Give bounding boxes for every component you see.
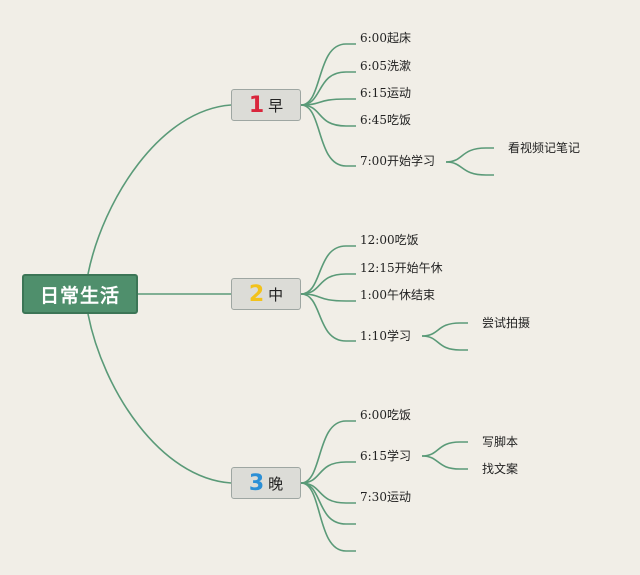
connector-item-subitem: [421, 335, 468, 351]
connector-item-subitem: [445, 161, 494, 176]
subleaf-item[interactable]: 写脚本: [482, 435, 519, 449]
subleaf-item[interactable]: 看视频记笔记: [508, 141, 581, 155]
connector-item-subitem: [421, 322, 468, 337]
connector-branch-item: [300, 461, 356, 484]
leaf-item[interactable]: 12:15开始午休: [360, 261, 443, 275]
branch-label: 晚: [268, 474, 284, 493]
leaf-item[interactable]: 6:45吃饭: [360, 113, 411, 127]
leaf-item[interactable]: 6:15运动: [360, 86, 411, 100]
connector-branch-item: [300, 420, 356, 484]
leaf-item[interactable]: 6:00吃饭: [360, 408, 411, 422]
branch-label: 早: [268, 96, 284, 115]
branch-number: 1: [248, 92, 265, 118]
subleaf-item[interactable]: 找文案: [482, 462, 519, 476]
connector-branch-item: [300, 71, 356, 106]
leaf-item[interactable]: 7:30运动: [360, 490, 411, 504]
connector-item-subitem: [445, 147, 494, 163]
root-label: 日常生活: [39, 284, 120, 307]
connector-root-branch: [87, 313, 232, 484]
connector-branch-item: [300, 104, 356, 127]
subleaf-item[interactable]: 尝试拍摄: [482, 316, 531, 330]
connector-branch-item: [300, 293, 356, 302]
connector-branch-item: [300, 482, 356, 552]
connector-branch-item: [300, 245, 356, 295]
branch-number: 2: [248, 281, 265, 307]
branch-node-noon[interactable]: 2 中: [231, 278, 301, 310]
branch-node-morning[interactable]: 1 早: [231, 89, 301, 121]
branch-number: 3: [248, 470, 265, 496]
connector-branch-item: [300, 98, 356, 106]
connector-branch-item: [300, 293, 356, 342]
leaf-item[interactable]: 1:00午休结束: [360, 288, 435, 302]
leaf-item[interactable]: 6:05洗漱: [360, 59, 411, 73]
mindmap-root-node[interactable]: 日常生活: [22, 274, 138, 314]
leaf-item[interactable]: 12:00吃饭: [360, 233, 419, 247]
branch-label: 中: [268, 285, 284, 304]
connector-branch-item: [300, 104, 356, 167]
connector-item-subitem: [421, 441, 468, 457]
leaf-item[interactable]: 6:15学习: [360, 449, 411, 463]
connector-branch-item: [300, 273, 356, 295]
branch-node-evening[interactable]: 3 晚: [231, 467, 301, 499]
connector-branch-item: [300, 43, 356, 106]
leaf-item[interactable]: 7:00开始学习: [360, 154, 435, 168]
connector-item-subitem: [421, 455, 468, 470]
leaf-item[interactable]: 6:00起床: [360, 31, 411, 45]
connector-root-branch: [87, 104, 232, 275]
leaf-item[interactable]: 1:10学习: [360, 329, 411, 343]
